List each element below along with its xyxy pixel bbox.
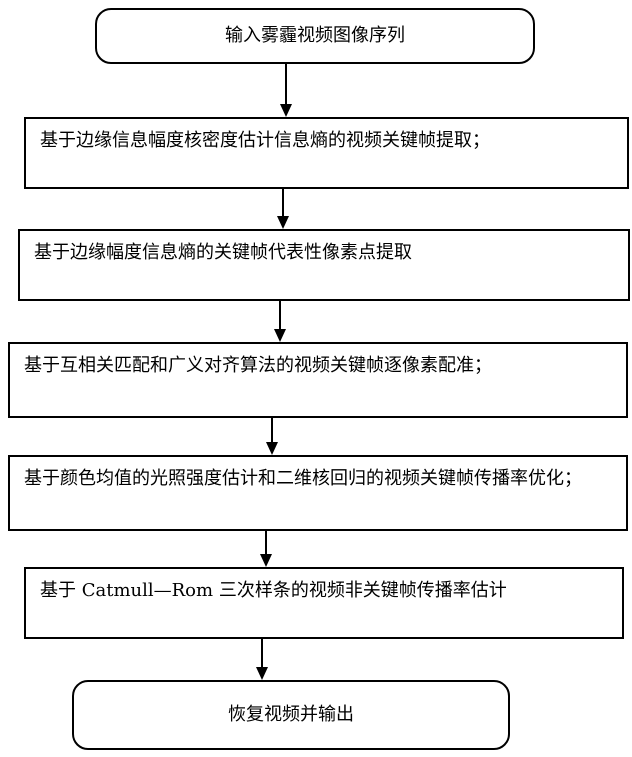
arrowhead-5 [260, 554, 272, 567]
arrowhead-6 [256, 667, 268, 680]
arrowhead-1 [280, 104, 292, 117]
arrowhead-3 [274, 329, 286, 342]
arrowhead-2 [277, 216, 289, 229]
arrowhead-4 [266, 442, 278, 455]
